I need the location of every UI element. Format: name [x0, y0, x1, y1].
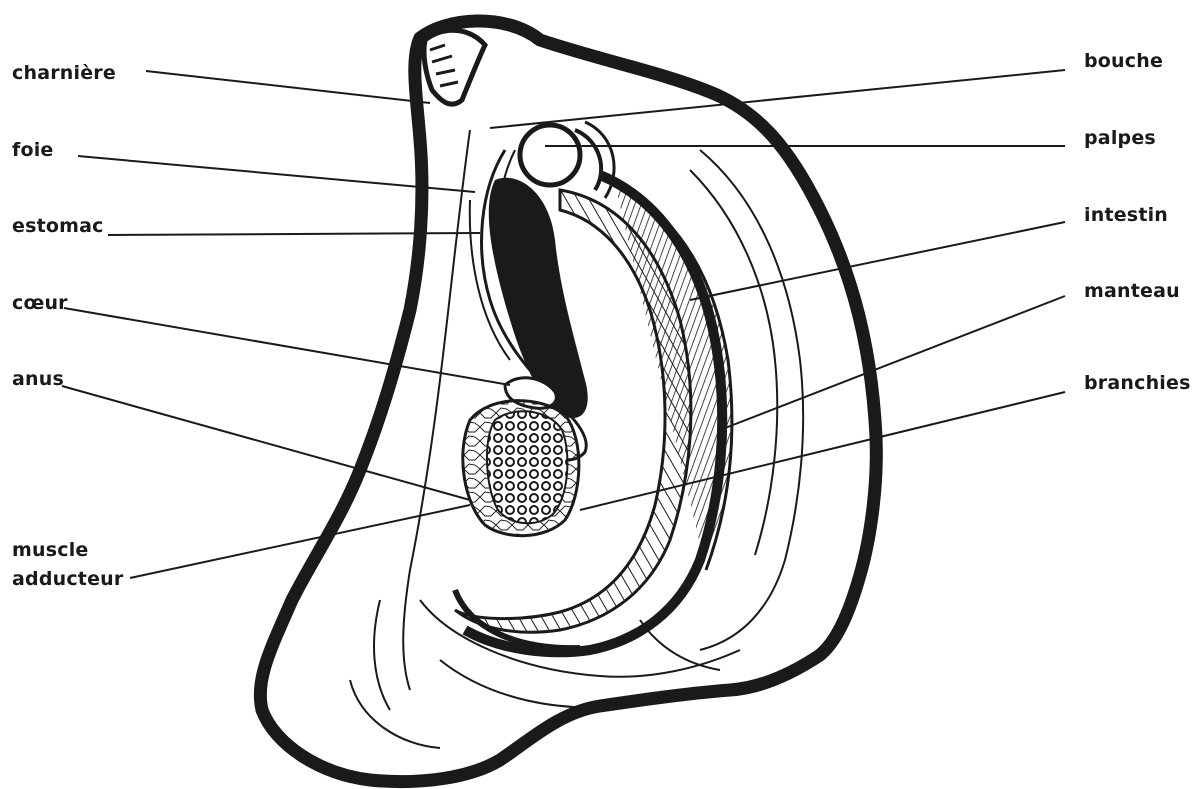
label-manteau: manteau [1084, 278, 1180, 304]
label-anus: anus [12, 366, 64, 392]
muscle-adducteur [463, 401, 579, 536]
label-foie: foie [12, 137, 54, 163]
label-intestin: intestin [1084, 202, 1168, 228]
label-coeur: cœur [12, 290, 68, 316]
label-palpes: palpes [1084, 125, 1156, 151]
label-muscle-line1: muscle [12, 537, 89, 563]
leader-charniere [146, 71, 430, 103]
label-charniere: charnière [12, 60, 116, 86]
label-muscle-line2: adducteur [12, 566, 123, 592]
label-estomac: estomac [12, 213, 104, 239]
label-bouche: bouche [1084, 48, 1163, 74]
label-branchies: branchies [1084, 370, 1191, 396]
